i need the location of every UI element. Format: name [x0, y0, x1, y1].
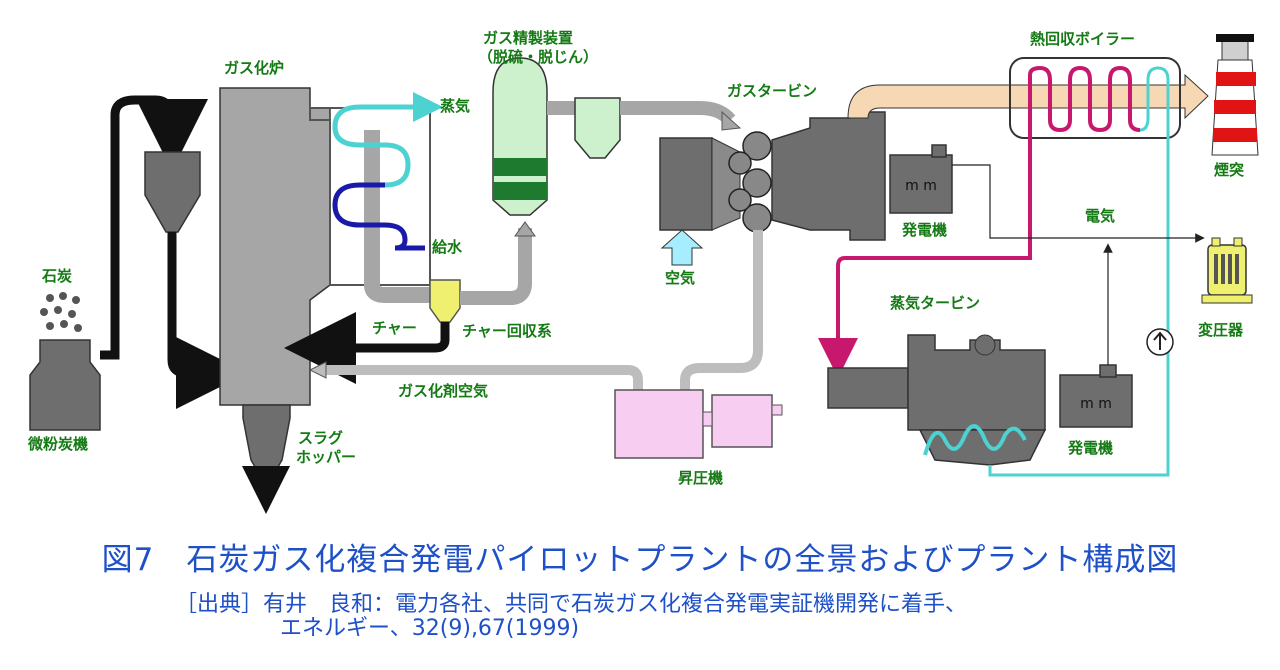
main-steam-line: [818, 256, 1030, 378]
st-generator-label: 発電機: [1068, 439, 1114, 457]
figure-caption-source: ［出典］有井 良和：電力各社、共同で石炭ガス化複合発電実証機開発に着手、 エネル…: [175, 593, 967, 641]
slag-hopper-label-1: スラグ: [298, 429, 344, 447]
steam-turbine-label: 蒸気タービン: [890, 294, 981, 312]
slag-hopper: [242, 404, 291, 473]
coal-label: 石炭: [42, 267, 73, 285]
electricity-line: [952, 164, 1205, 243]
gas-purifier-subtitle: （脱硫・脱じん）: [477, 48, 598, 66]
steam-label: 蒸気: [440, 97, 471, 115]
electricity-label: 電気: [1085, 207, 1116, 225]
coal-pile: [40, 292, 82, 332]
booster-compressor: [614, 389, 783, 459]
hrsg-economizer-coil: [1139, 66, 1170, 460]
steam-turbine-generator: m m: [1059, 364, 1133, 428]
gt-generator-symbol: m m: [905, 178, 937, 194]
booster-label: 昇圧機: [678, 469, 724, 487]
coal-feed-pipe: [100, 95, 208, 360]
secondary-filter: [574, 97, 621, 159]
air-inlet-arrow: [660, 229, 704, 266]
pulverizer-label: 微粉炭機: [28, 435, 89, 453]
coal-hopper: [144, 151, 201, 233]
char-recovery-label: チャー回収系: [462, 322, 552, 340]
gasifying-air-label: ガス化剤空気: [398, 382, 489, 400]
stack: [1211, 34, 1259, 156]
air-label: 空気: [665, 269, 696, 287]
caption-source-line-2: エネルギー、32(9),67(1999): [280, 616, 580, 641]
char-return-pipe: [284, 312, 450, 384]
hrsg-superheater-coil: [1028, 65, 1141, 260]
gasifying-air-pipe: [320, 365, 643, 392]
gas-turbine-compressor: [659, 137, 713, 231]
char-label: チャー: [372, 319, 417, 337]
gt-generator-label: 発電機: [902, 221, 948, 239]
gas-turbine-expander: [771, 111, 886, 241]
hrsg-casing: [1009, 57, 1181, 139]
gas-purifier: [492, 57, 548, 216]
feedwater-label: 給水: [432, 238, 463, 256]
transformer: [1201, 237, 1253, 304]
syngas-duct: [364, 130, 430, 303]
gas-turbine-label: ガスタービン: [727, 82, 818, 100]
feedwater-coil: [332, 182, 425, 251]
gas-turbine-generator: m m: [889, 144, 953, 214]
st-generator-symbol: m m: [1080, 396, 1112, 412]
stack-label: 煙突: [1214, 161, 1245, 179]
steam-turbine: [827, 334, 1047, 466]
extraction-air-pipe: [680, 230, 763, 392]
condensate-return-line: [988, 460, 1170, 477]
coal-injection-pipe: [167, 232, 248, 409]
gasifier-label: ガス化炉: [224, 59, 285, 77]
transformer-label: 変圧器: [1198, 321, 1244, 339]
pulverizer-machine: [29, 339, 101, 431]
gasifier-vessel: [219, 87, 331, 406]
hrsg-label: 熱回収ボイラー: [1030, 30, 1136, 48]
fuel-gas-duct: [620, 101, 736, 125]
char-recovery-cyclone: [429, 279, 461, 323]
gas-purifier-title: ガス精製装置: [482, 29, 573, 47]
feedwater-pump: [1146, 328, 1174, 356]
clean-gas-duct: [460, 228, 532, 305]
figure-caption-title: 図7 石炭ガス化複合発電パイロットプラントの全景およびプラント構成図: [101, 542, 1179, 578]
caption-source-line-1: ［出典］有井 良和：電力各社、共同で石炭ガス化複合発電実証機開発に着手、: [175, 592, 968, 617]
slag-hopper-label-2: ホッパー: [296, 448, 357, 466]
steam-coil: [332, 104, 430, 188]
